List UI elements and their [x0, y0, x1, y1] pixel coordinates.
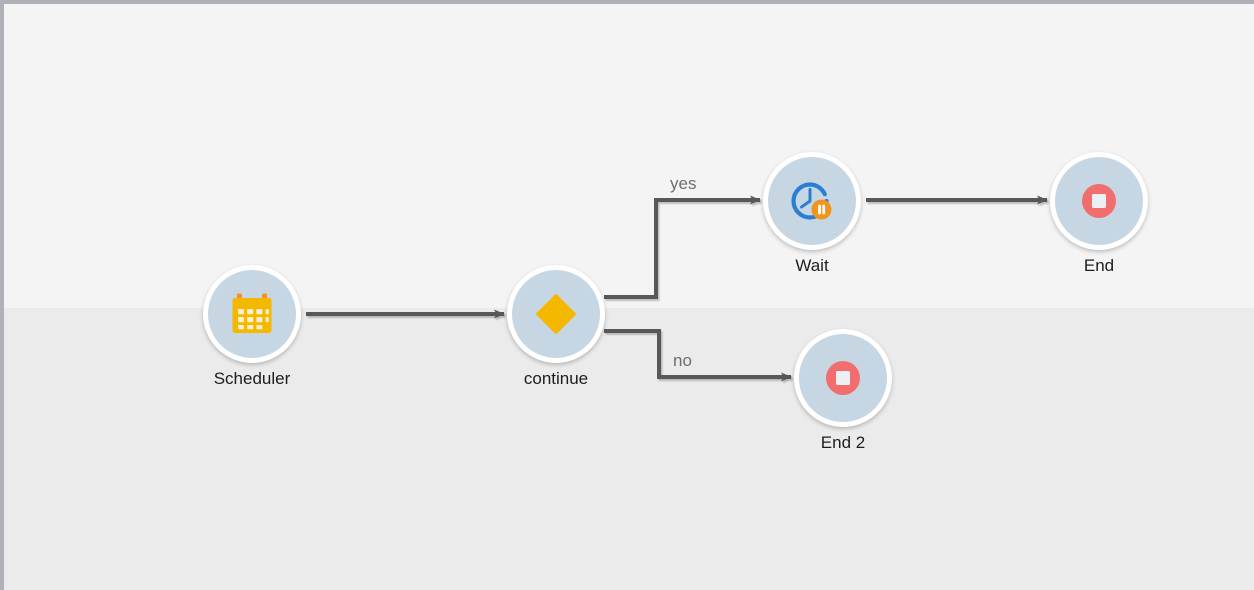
node-continue[interactable]: continue — [507, 265, 605, 388]
clock-pause-icon — [788, 177, 836, 225]
node-end2-disc[interactable] — [794, 329, 892, 427]
calendar-icon — [228, 290, 276, 338]
edge-continue-end2 — [604, 329, 792, 382]
node-wait[interactable]: Wait — [763, 152, 861, 275]
node-scheduler[interactable]: Scheduler — [203, 265, 301, 388]
node-scheduler-label: Scheduler — [213, 369, 291, 388]
stop-icon — [1075, 177, 1123, 225]
node-wait-label: Wait — [795, 256, 829, 275]
node-end2[interactable]: End 2 — [794, 329, 892, 452]
node-end-label: End — [1083, 256, 1115, 275]
node-continue-label: continue — [523, 369, 589, 388]
node-continue-disc[interactable] — [507, 265, 605, 363]
node-end-disc[interactable] — [1050, 152, 1148, 250]
edge-continue-wait — [604, 195, 761, 299]
stop-icon — [819, 354, 867, 402]
node-scheduler-disc[interactable] — [203, 265, 301, 363]
lane-background-lower — [4, 308, 1254, 590]
diamond-decision-icon — [532, 290, 580, 338]
edge-label-no: no — [673, 351, 692, 370]
node-end[interactable]: End — [1050, 152, 1148, 275]
edge-layer — [306, 195, 1048, 382]
node-wait-disc[interactable] — [763, 152, 861, 250]
edge-label-yes: yes — [670, 174, 697, 193]
node-end2-label: End 2 — [820, 433, 866, 452]
